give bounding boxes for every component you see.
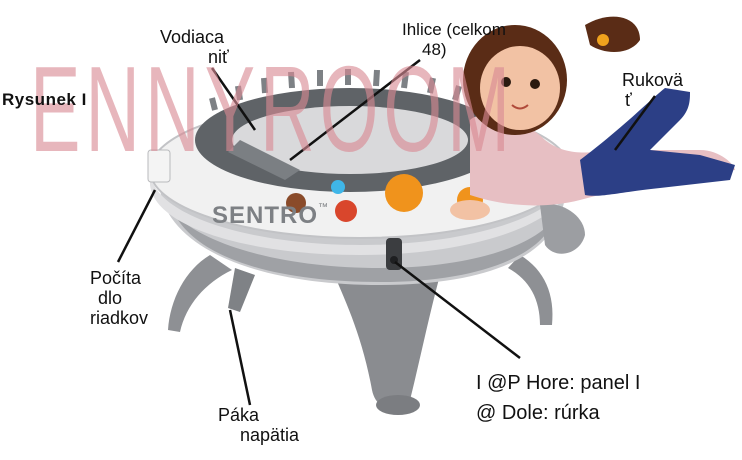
label-row-counter: Počíta dlo riadkov [90,268,148,328]
switch-down-text: @ Dole: rúrka [476,398,640,428]
brand-trademark: ™ [318,202,328,213]
tension-lever [228,268,255,312]
label-needles: Ihlice (celkom 48) [402,20,506,60]
figure-title: Rysunek I [2,90,87,110]
label-handle: Rukovä ť [622,70,683,110]
watermark-text: ENNYROOM [30,44,515,174]
label-yarn-guide: Vodiaca niť [160,27,229,67]
brand-logo: SENTRO™ [212,202,328,230]
brand-name: SENTRO [212,202,318,229]
label-tension-lever: Páka napätia [218,405,299,445]
label-switch: I @P Hore: panel I @ Dole: rúrka [476,368,640,428]
handle [540,204,585,254]
switch-up-text: I @P Hore: panel I [476,368,640,398]
